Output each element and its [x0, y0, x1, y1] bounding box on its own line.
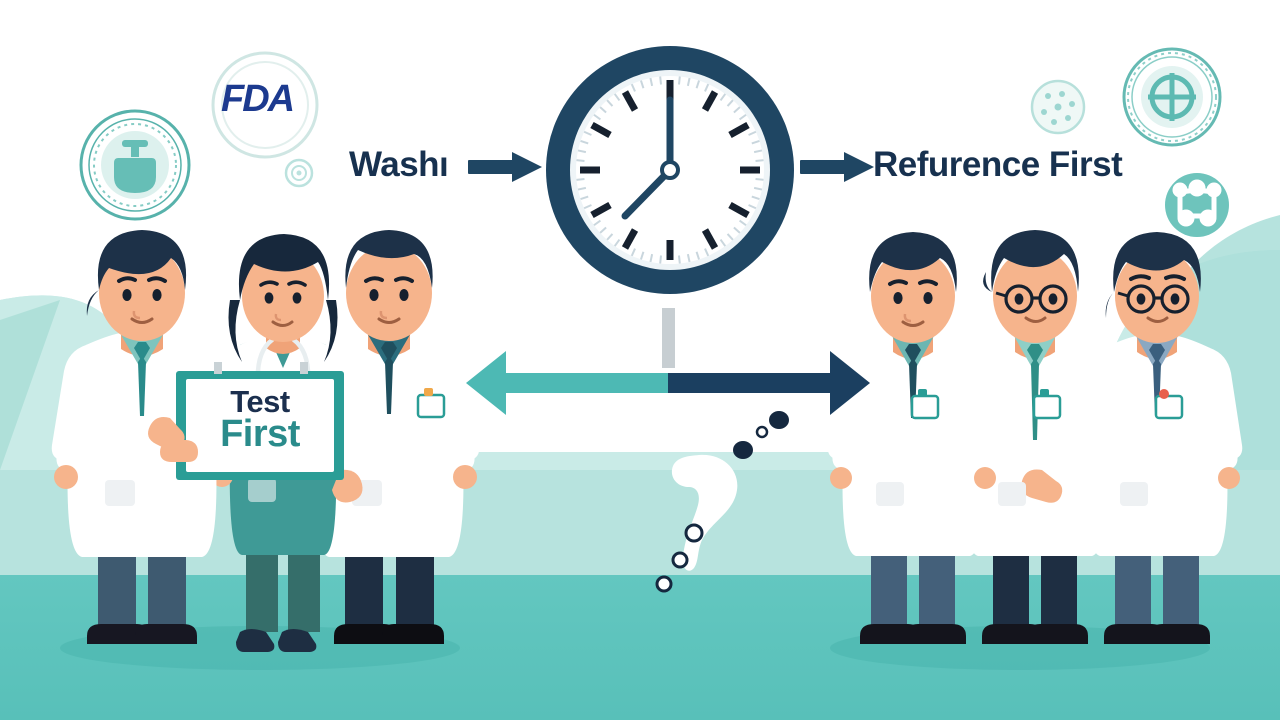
molecule-badge — [1165, 173, 1229, 237]
mortar-pestle-icon — [114, 140, 156, 193]
comma-swoosh — [671, 454, 738, 571]
washout-arrow-left — [468, 152, 542, 182]
clock-hour-ticks — [580, 80, 760, 260]
dots-trail — [655, 411, 789, 593]
background-left-wedge — [0, 300, 60, 470]
test-first-group — [51, 230, 480, 652]
fda-wordmark: FDA — [221, 78, 295, 120]
cross-seal-badge — [1122, 47, 1222, 147]
medical-cross-icon — [1148, 73, 1196, 121]
test-first-sign — [148, 362, 344, 480]
pharmacy-seal-badge — [79, 109, 191, 221]
clock-minor-ticks — [576, 76, 764, 264]
small-emblem-icon — [284, 158, 314, 188]
seal-microtext — [93, 123, 177, 207]
washout-label: Washı — [349, 145, 449, 184]
fda-logo-badge — [211, 51, 319, 159]
cell-dots-icon — [1030, 79, 1086, 135]
clock-center-pin — [660, 160, 680, 180]
reference-first-label: Refurence First — [873, 145, 1123, 184]
washout-arrow-right — [800, 152, 874, 182]
sign-text-block: Test First — [176, 371, 344, 480]
molecule-icon — [1172, 179, 1222, 227]
clinician-male-3 — [1071, 232, 1243, 644]
period-arrow-divider — [662, 308, 675, 368]
washout-clock — [546, 46, 794, 294]
period-arrow — [466, 308, 870, 415]
period-arrow-left-half — [466, 351, 668, 415]
sign-line-test: Test — [230, 384, 290, 419]
sign-line-first: First — [220, 413, 300, 455]
period-arrow-right-half — [668, 351, 870, 415]
clock-hour-hand — [621, 166, 674, 220]
